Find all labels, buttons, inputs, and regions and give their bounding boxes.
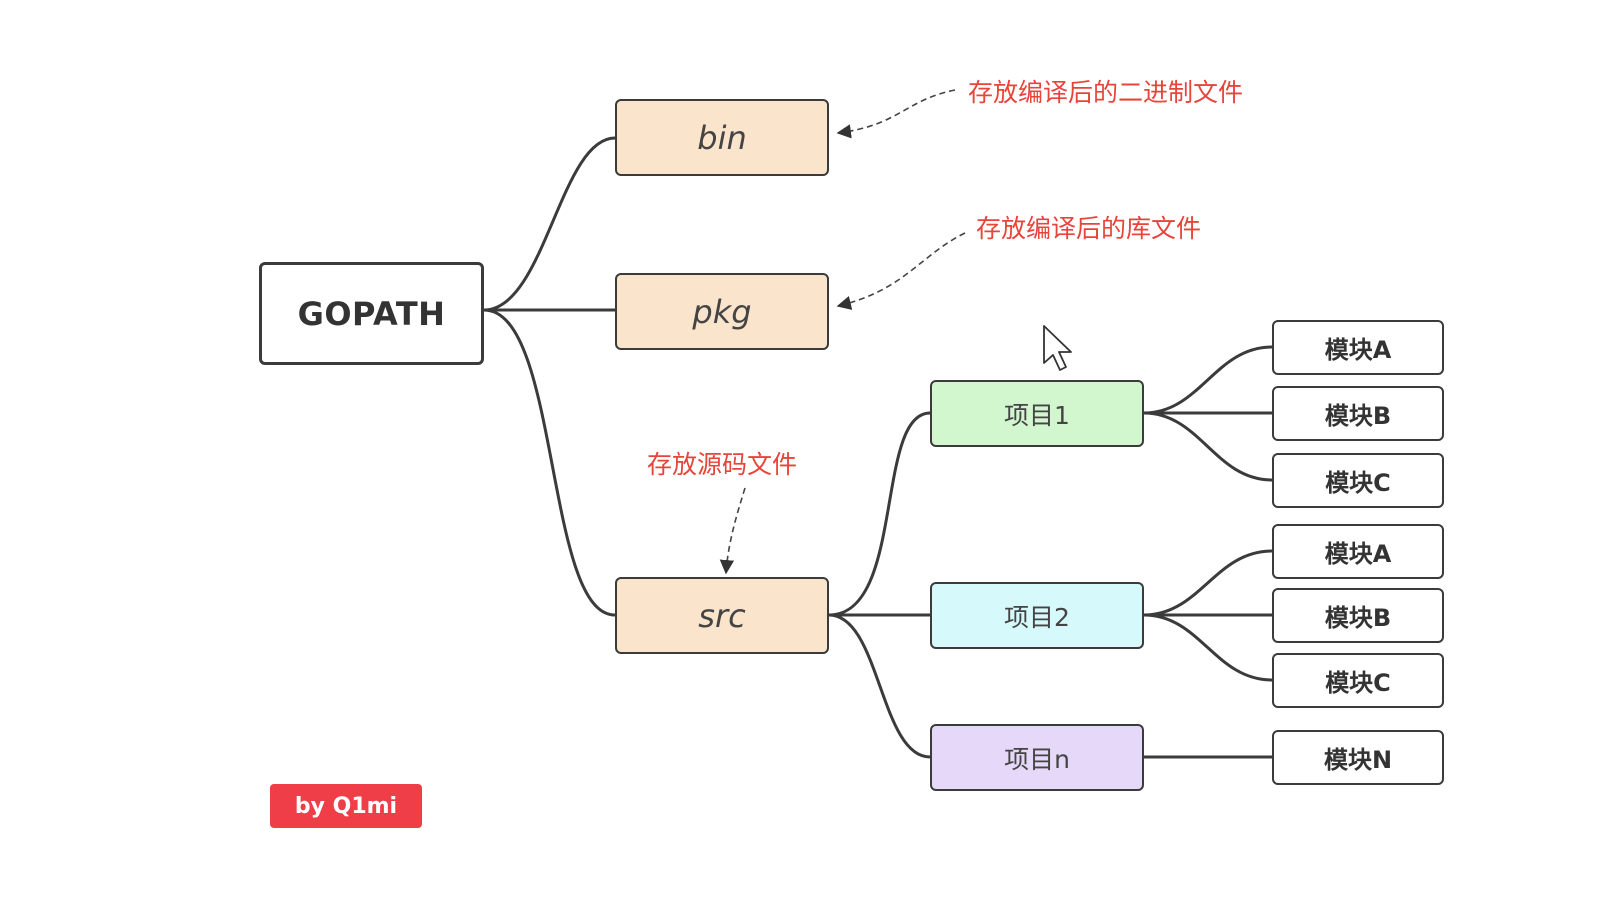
link-proj1-moda (1143, 345, 1273, 415)
link-proj2-moda (1143, 549, 1273, 617)
src-node: src (615, 577, 829, 654)
project-1-module-b: 模块B (1272, 386, 1444, 441)
link-root-bin (483, 136, 616, 312)
pkg-note: 存放编译后的库文件 (976, 214, 1202, 243)
project-2-node: 项目2 (930, 582, 1144, 649)
project-n-module-n: 模块N (1272, 730, 1444, 785)
link-root-src (483, 308, 616, 617)
note-arrow-bin (836, 89, 956, 139)
pkg-node: pkg (615, 273, 829, 350)
gopath-node: GOPATH (259, 262, 484, 365)
src-note: 存放源码文件 (647, 450, 798, 479)
project-2-module-b: 模块B (1272, 588, 1444, 643)
project-1-module-c: 模块C (1272, 453, 1444, 508)
bin-note: 存放编译后的二进制文件 (968, 78, 1244, 107)
link-src-proj1 (828, 411, 931, 617)
project-n-node: 项目n (930, 724, 1144, 791)
project-2-module-c: 模块C (1272, 653, 1444, 708)
cursor-icon (1043, 325, 1072, 371)
link-src-projn (828, 613, 931, 759)
bin-node: bin (615, 99, 829, 176)
note-arrow-pkg (836, 232, 966, 310)
link-proj2-modc (1143, 613, 1273, 682)
project-2-module-a: 模块A (1272, 524, 1444, 579)
link-proj1-modc (1143, 411, 1273, 482)
project-1-module-a: 模块A (1272, 320, 1444, 375)
project-1-node: 项目1 (930, 380, 1144, 447)
author-badge: by Q1mi (270, 784, 422, 828)
note-arrow-src (719, 487, 746, 575)
